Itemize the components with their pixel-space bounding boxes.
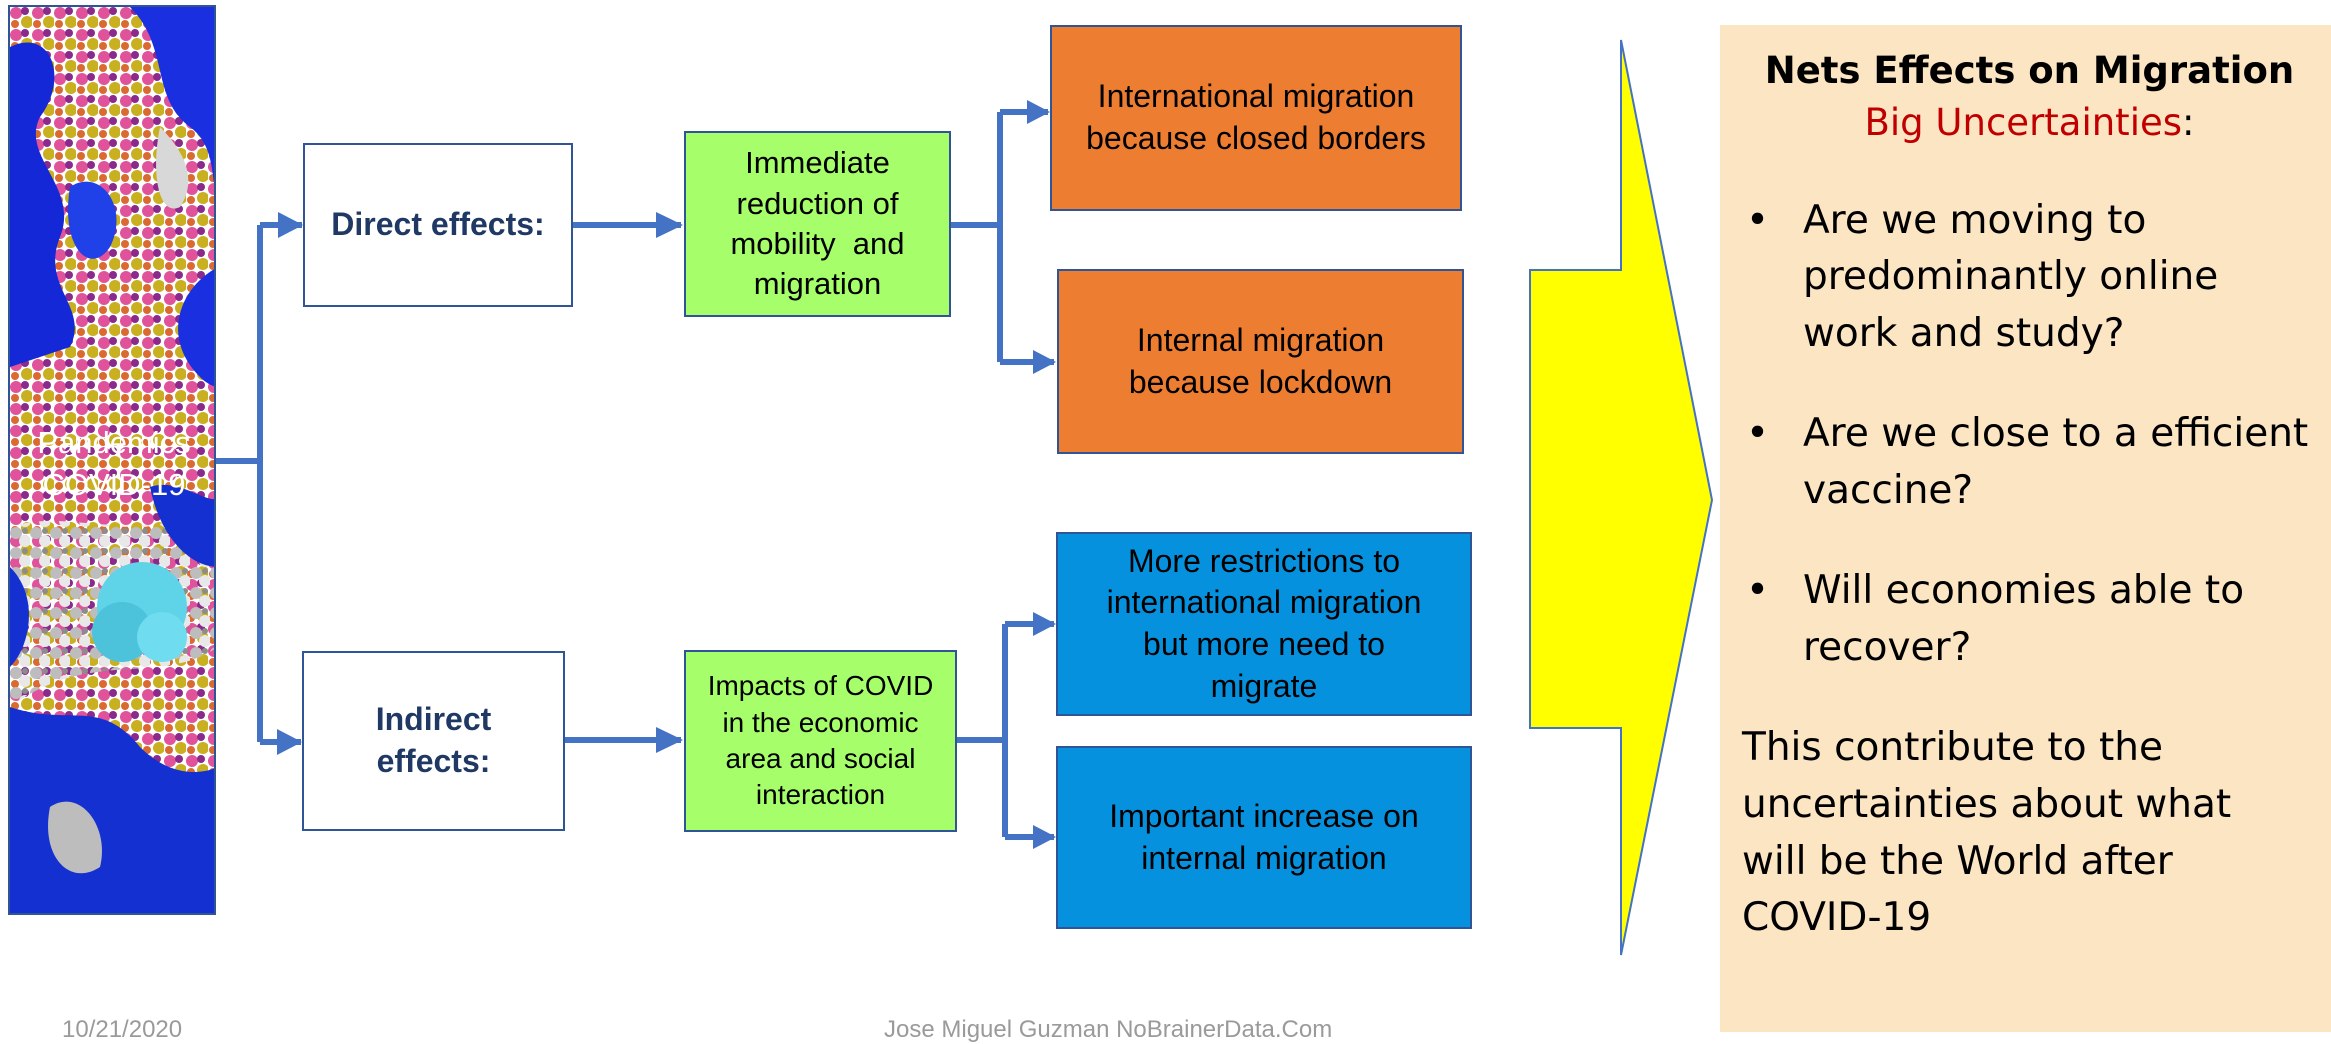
indirect-label-line1: Indirect (375, 701, 492, 738)
indirect-effects-box: Indirect effects: (302, 651, 565, 831)
internal-increase-box: Important increase on internal migration (1056, 746, 1472, 929)
arrowhead-internal (1033, 350, 1056, 374)
question-1-line3: work and study? (1803, 310, 2125, 356)
internal-line1: Internal migration (1136, 321, 1385, 358)
pandemic-label-line1: Pandemics (37, 425, 191, 460)
direct-effects-box: Direct effects: (303, 143, 573, 307)
international-line2: because closed borders (1086, 120, 1426, 156)
direct-effects-label: Direct effects: (331, 206, 545, 243)
question-3-line1: Will economies able to (1803, 568, 2245, 614)
question-3-line2: recover? (1803, 624, 1972, 670)
conclusion-line1: This contribute to the (1742, 725, 2163, 771)
pandemic-label-line2: COVID-19 (42, 466, 186, 502)
restrictions-line3: but more need to (1143, 626, 1385, 662)
indirect-effect-line1: Impacts of COVID (707, 670, 934, 702)
arrowhead-increase (1033, 825, 1056, 849)
conclusion-line2: uncertainties about what (1742, 781, 2232, 827)
restrictions-line4: migrate (1210, 667, 1318, 704)
direct-effect-box: Immediate reduction of mobility and migr… (684, 131, 951, 317)
pandemic-label: Pandemics COVID-19 (10, 422, 214, 506)
question-1-line2: predominantly online (1803, 254, 2219, 300)
restrictions-box: More restrictions to international migra… (1056, 532, 1472, 716)
panel-subtitle-colon: : (2182, 100, 2195, 144)
conclusion-line4: COVID-19 (1742, 895, 1932, 941)
panel-subtitle-text: Big Uncertainties (1864, 100, 2183, 144)
question-item: • Are we close to a efficient vaccine? (1742, 406, 2317, 519)
bullet-icon: • (1746, 197, 1770, 243)
question-1-line1: Are we moving to (1803, 197, 2147, 243)
indirect-effect-line3: area and social (725, 743, 916, 774)
panel-title: Nets Effects on Migration (1764, 49, 2295, 92)
arrowhead-restrictions (1033, 612, 1056, 636)
direct-effect-line4: migration (753, 266, 882, 302)
indirect-effect-box: Impacts of COVID in the economic area an… (684, 650, 957, 832)
bullet-icon: • (1746, 411, 1770, 457)
virus-illustration (10, 7, 214, 913)
yellow-chevron-arrow (1529, 39, 1714, 956)
panel-conclusion: This contribute to the uncertainties abo… (1742, 720, 2317, 946)
direct-effect-line2: reduction of (736, 185, 899, 221)
covid-virus-image: Pandemics COVID-19 (8, 5, 216, 915)
indirect-label-line2: effects: (376, 743, 491, 779)
arrowhead-direct (278, 212, 303, 238)
internal-migration-box: Internal migration because lockdown (1057, 269, 1464, 454)
direct-effect-line3: mobility and (730, 226, 905, 261)
footer-date: 10/21/2020 (62, 1016, 183, 1043)
indirect-effect-line2: in the economic (722, 706, 919, 738)
international-migration-box: International migration because closed b… (1050, 25, 1462, 211)
bullet-icon: • (1746, 568, 1770, 614)
restrictions-line2: international migration (1106, 584, 1422, 621)
footer-author: Jose Miguel Guzman NoBrainerData.Com (884, 1016, 1333, 1043)
direct-effect-line1: Immediate (745, 145, 890, 181)
international-line1: International migration (1097, 78, 1415, 115)
question-2-line2: vaccine? (1803, 467, 1974, 513)
arrowhead-international (1027, 100, 1050, 124)
panel-subtitle: Big Uncertainties: (1742, 97, 2317, 149)
indirect-effect-line4: interaction (755, 779, 886, 811)
question-2-line1: Are we close to a efficient (1803, 411, 2309, 457)
question-item: • Will economies able to recover? (1742, 563, 2317, 676)
arrowhead-direct-effect (656, 212, 683, 238)
increase-line2: internal migration (1141, 839, 1387, 876)
question-item: • Are we moving to predominantly online … (1742, 193, 2317, 363)
arrowhead-indirect (277, 729, 302, 755)
net-effects-panel: Nets Effects on Migration Big Uncertaint… (1720, 25, 2331, 1032)
restrictions-line1: More restrictions to (1127, 542, 1401, 579)
conclusion-line3: will be the World after (1742, 838, 2173, 884)
internal-line2: because lockdown (1128, 363, 1393, 400)
arrowhead-indirect-effect (656, 727, 683, 753)
increase-line1: Important increase on (1109, 797, 1419, 834)
